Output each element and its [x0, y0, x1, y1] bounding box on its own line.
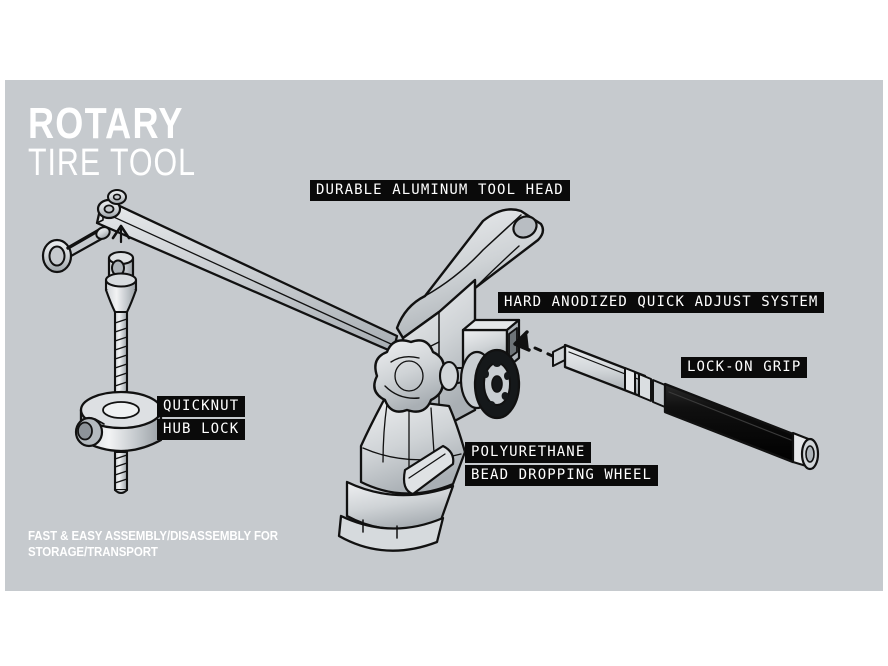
footer-note: FAST & EASY ASSEMBLY/DISASSEMBLY FOR STO… [28, 529, 300, 560]
up-arrow-indicator [111, 224, 131, 244]
callout-lock-on-grip-line-1: LOCK-ON GRIP [681, 357, 808, 378]
callout-quick-adjust: HARD ANODIZED QUICK ADJUST SYSTEM [498, 292, 825, 313]
title-block: ROTARY TIRE TOOL [28, 99, 238, 185]
callout-lock-on-grip: LOCK-ON GRIP [681, 357, 808, 378]
callout-quick-adjust-line-1: HARD ANODIZED QUICK ADJUST SYSTEM [498, 292, 825, 313]
title-line-2: TIRE TOOL [28, 142, 197, 185]
callout-bead-wheel-line-1: POLYURETHANE [465, 442, 592, 463]
callout-quicknut-line-1: QUICKNUT [157, 396, 246, 417]
callout-quicknut: QUICKNUT HUB LOCK [157, 396, 246, 440]
footer-note-line-2: STORAGE/TRANSPORT [28, 544, 158, 559]
exploded-view-illustration [41, 189, 820, 552]
callout-bead-wheel-line-2: BEAD DROPPING WHEEL [465, 465, 659, 486]
title-line-1: ROTARY [28, 99, 184, 148]
callout-tool-head: DURABLE ALUMINUM TOOL HEAD [310, 180, 570, 201]
retaining-pin-with-ring [41, 226, 111, 274]
footer-note-line-1: FAST & EASY ASSEMBLY/DISASSEMBLY FOR [28, 529, 278, 543]
main-arm-beam [95, 189, 399, 354]
callout-tool-head-line-1: DURABLE ALUMINUM TOOL HEAD [310, 180, 570, 201]
lock-on-handle [552, 343, 820, 471]
diagram-panel: ROTARY TIRE TOOL DURABLE ALUMINUM TOOL H… [5, 80, 883, 591]
callout-bead-wheel: POLYURETHANE BEAD DROPPING WHEEL [465, 442, 659, 486]
callout-quicknut-line-2: HUB LOCK [157, 419, 246, 440]
bead-dropping-wheel [438, 348, 521, 420]
quicknut-hub-lock [74, 390, 163, 453]
assembly-arrow [513, 330, 559, 360]
threaded-center-shaft [104, 250, 138, 494]
